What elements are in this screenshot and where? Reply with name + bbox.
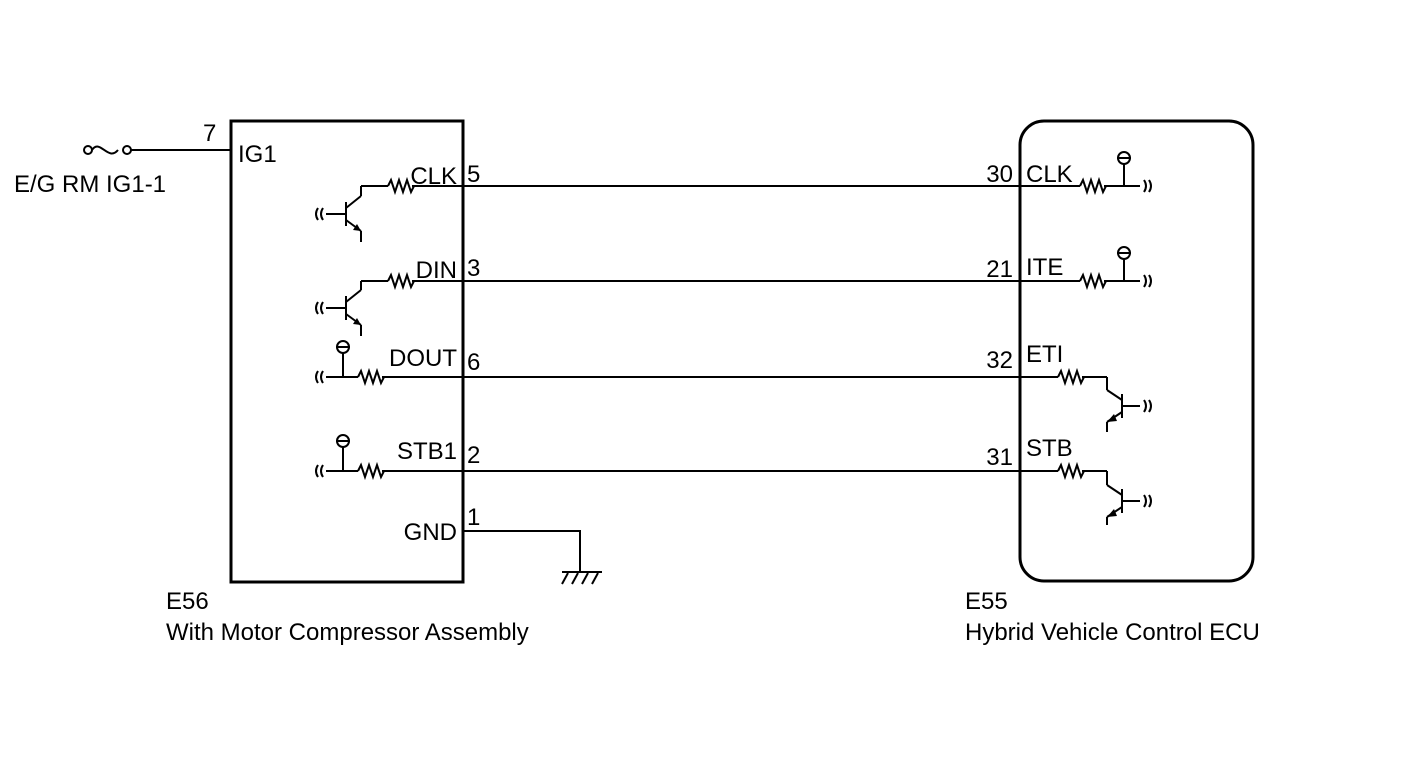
transistor-icon: [1082, 470, 1152, 525]
pin-number-ig1: 7: [203, 120, 216, 147]
right-component-name: Hybrid Vehicle Control ECU: [965, 619, 1260, 646]
pin-label-ig1: IG1: [238, 141, 277, 168]
resistor-icon: [357, 461, 385, 481]
pin-number-32: 32: [986, 347, 1013, 374]
resistor-icon: [387, 176, 415, 196]
hybrid-ecu-box: [1018, 119, 1255, 583]
pin-number-21: 21: [986, 256, 1013, 283]
pin-label-clk-right: CLK: [1026, 161, 1073, 188]
transistor-icon: [315, 280, 388, 336]
resistor-icon: [1057, 461, 1085, 481]
resistor-icon: [1079, 176, 1107, 196]
fuse-label: E/G RM IG1-1: [14, 171, 166, 198]
pin-label-eti: ETI: [1026, 341, 1063, 368]
transistor-icon: [1082, 376, 1152, 432]
pull-up-input-icon: [1104, 151, 1152, 193]
resistor-icon: [387, 271, 415, 291]
wire-gnd: [463, 530, 581, 572]
compressor-assembly-box: [229, 119, 465, 584]
resistor-icon: [1079, 271, 1107, 291]
pull-up-input-icon: [315, 340, 358, 384]
pin-number-31: 31: [986, 444, 1013, 471]
pin-number-30: 30: [986, 161, 1013, 188]
pull-up-input-icon: [1104, 246, 1152, 288]
left-connector-code: E56: [166, 588, 209, 615]
pin-number-6: 6: [467, 349, 480, 376]
ground-icon: [561, 571, 602, 585]
pin-number-2: 2: [467, 442, 480, 469]
pin-label-din: DIN: [416, 257, 457, 284]
transistor-icon: [315, 185, 388, 242]
pin-label-gnd: GND: [404, 519, 457, 546]
pin-number-3: 3: [467, 255, 480, 282]
pin-label-stb: STB: [1026, 435, 1073, 462]
resistor-icon: [1057, 367, 1085, 387]
right-connector-code: E55: [965, 588, 1008, 615]
fuse-icon: [83, 145, 132, 155]
pin-number-1: 1: [467, 504, 480, 531]
pin-label-dout: DOUT: [389, 345, 457, 372]
pin-number-5: 5: [467, 161, 480, 188]
left-component-name: With Motor Compressor Assembly: [166, 619, 529, 646]
resistor-icon: [357, 367, 385, 387]
pin-label-stb1: STB1: [397, 438, 457, 465]
pull-up-input-icon: [315, 434, 358, 478]
pin-label-ite: ITE: [1026, 254, 1063, 281]
